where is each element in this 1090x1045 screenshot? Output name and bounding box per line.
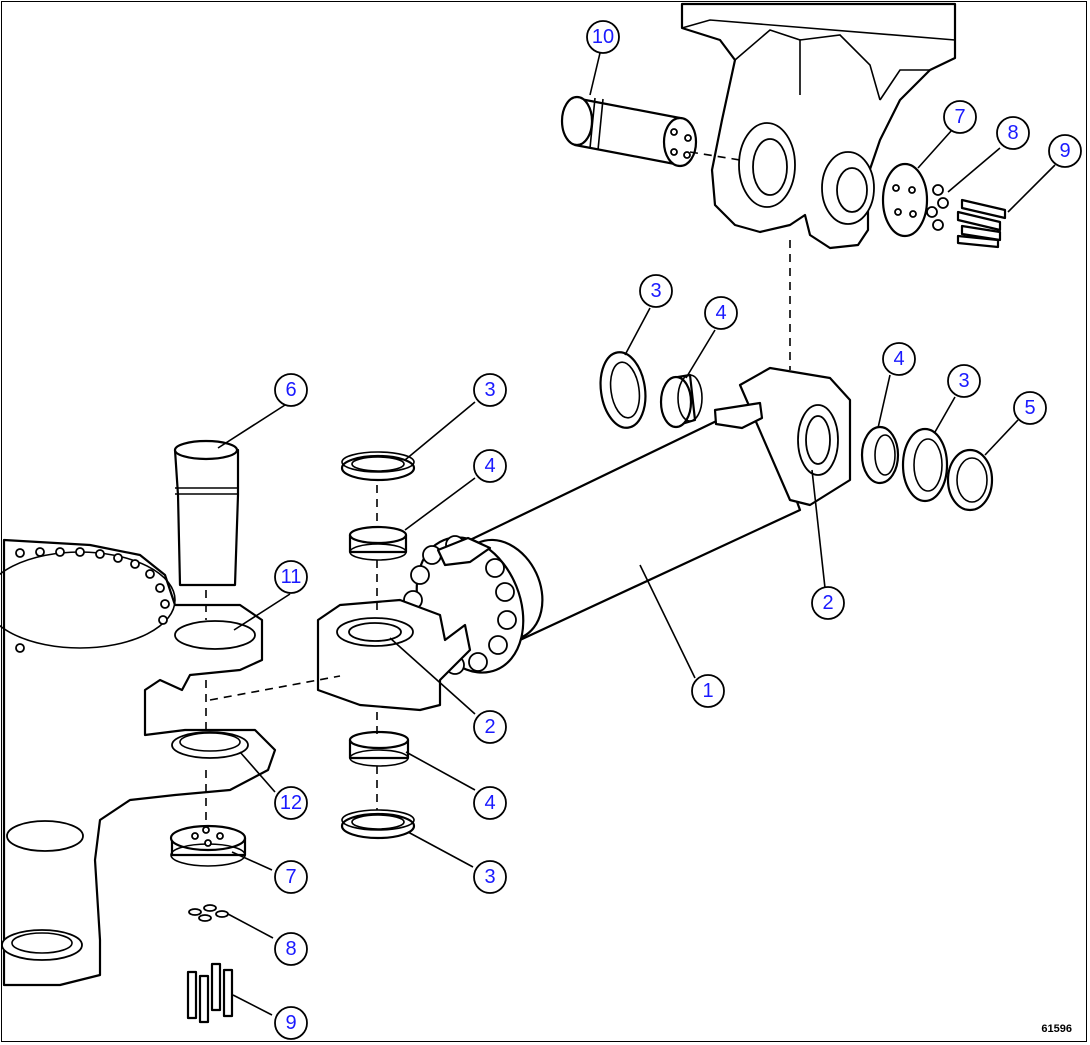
plate-7-bottom [169, 824, 247, 867]
callout-label: 7 [285, 866, 296, 888]
callout-label: 5 [1024, 397, 1035, 419]
callout-label: 6 [285, 379, 296, 401]
callout-7-bottom[interactable]: 7 [274, 860, 308, 894]
callout-label: 3 [484, 866, 495, 888]
callout-label: 3 [484, 379, 495, 401]
callout-4-right[interactable]: 4 [882, 342, 916, 376]
callout-label: 2 [484, 716, 495, 738]
bushing-4-mid [348, 525, 408, 561]
bushing-4-top [659, 373, 703, 429]
callout-label: 2 [822, 592, 833, 614]
washers-8-top [926, 184, 949, 231]
callout-label: 3 [650, 280, 661, 302]
seal-3-right [901, 427, 949, 503]
callout-4-mid[interactable]: 4 [473, 449, 507, 483]
callouts: 10 7 8 9 3 4 4 3 5 6 3 4 11 2 1 2 12 4 7… [274, 20, 1082, 1040]
callout-label: 8 [285, 938, 296, 960]
callout-3-right[interactable]: 3 [947, 364, 981, 398]
pin-10 [560, 95, 698, 168]
callout-11[interactable]: 11 [274, 560, 308, 594]
callout-3-low[interactable]: 3 [473, 860, 507, 894]
callout-2-left[interactable]: 2 [473, 710, 507, 744]
leader-lines [217, 52, 1056, 1016]
callout-12[interactable]: 12 [274, 786, 308, 820]
callout-3-top[interactable]: 3 [639, 274, 673, 308]
rod-eye [316, 598, 472, 712]
swing-frame [0, 538, 277, 987]
callout-6[interactable]: 6 [274, 373, 308, 407]
callout-label: 10 [592, 26, 614, 48]
frame-bracket [680, 2, 957, 250]
callout-9-top[interactable]: 9 [1048, 134, 1082, 168]
bushing-4-right [860, 425, 900, 485]
bushing-4-low [348, 730, 410, 767]
callout-label: 11 [281, 566, 302, 588]
seal-3-mid [340, 451, 416, 482]
centerlines [205, 151, 791, 825]
callout-label: 8 [1007, 122, 1018, 144]
drawing-number: 61596 [1041, 1023, 1072, 1035]
cylinder-1 [403, 366, 852, 675]
plate-7-top [881, 162, 929, 238]
callout-label: 3 [958, 370, 969, 392]
callout-label: 1 [702, 680, 713, 702]
washers-8-bottom [188, 904, 229, 922]
callout-4-low[interactable]: 4 [473, 786, 507, 820]
callout-1[interactable]: 1 [691, 674, 725, 708]
callout-2-right[interactable]: 2 [811, 586, 845, 620]
callout-label: 4 [484, 455, 495, 477]
callout-3-mid[interactable]: 3 [473, 373, 507, 407]
callout-label: 4 [893, 348, 904, 370]
ring-5 [946, 448, 994, 512]
callout-label: 12 [280, 792, 302, 814]
callout-8-bottom[interactable]: 8 [274, 932, 308, 966]
bolts-9-bottom [186, 962, 234, 1024]
callout-label: 7 [954, 106, 965, 128]
seal-3-low [340, 809, 416, 840]
callout-9-bottom[interactable]: 9 [274, 1006, 308, 1040]
callout-5[interactable]: 5 [1013, 391, 1047, 425]
callout-4-top[interactable]: 4 [704, 296, 738, 330]
callout-label: 4 [484, 792, 495, 814]
callout-label: 9 [1059, 140, 1070, 162]
pin-6 [173, 439, 240, 587]
callout-7-top[interactable]: 7 [943, 100, 977, 134]
callout-8-top[interactable]: 8 [996, 116, 1030, 150]
callout-label: 9 [285, 1012, 296, 1034]
bolts-9-top [956, 198, 1007, 249]
callout-label: 4 [715, 302, 726, 324]
seal-3-top [599, 351, 647, 429]
callout-10[interactable]: 10 [586, 20, 620, 54]
